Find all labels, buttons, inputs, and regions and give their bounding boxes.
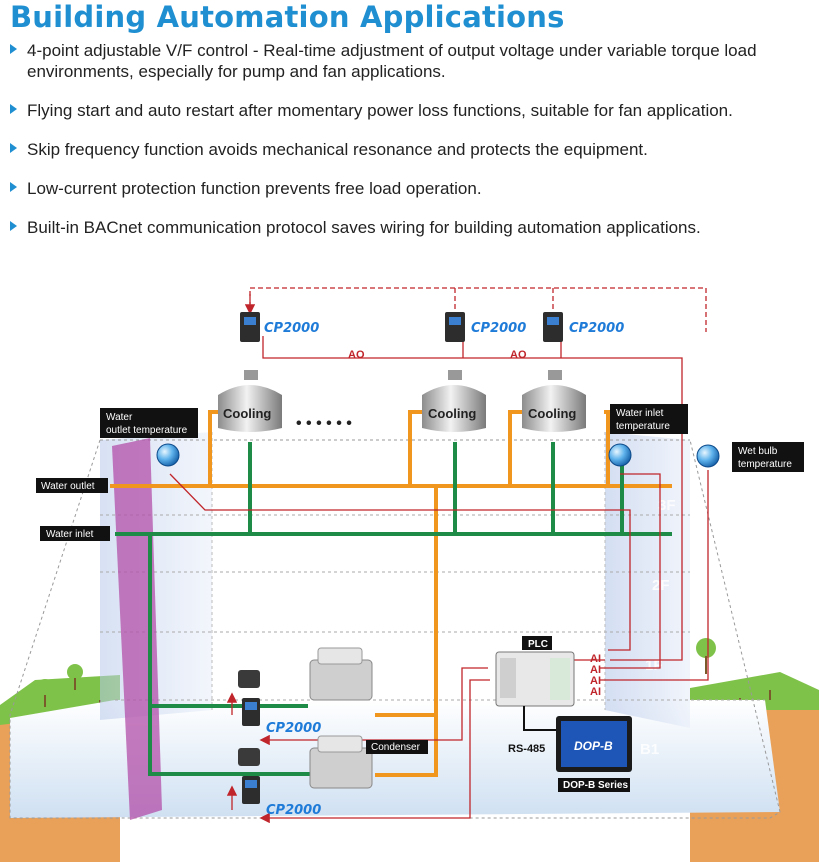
chiller-upper (309, 647, 373, 701)
plc: PLC AI AI AI AI (495, 636, 601, 707)
svg-text:Water outlet: Water outlet (41, 481, 95, 492)
ao-label: AO (348, 349, 365, 361)
page-title: Building Automation Applications (10, 0, 565, 34)
floor-label: 1F (645, 657, 663, 674)
drive-label: CP2000 (471, 321, 526, 336)
cooling-label: Cooling (428, 406, 476, 421)
drive-label: CP2000 (266, 803, 321, 818)
water-outlet-label: Water outlet (36, 478, 108, 493)
list-item: Skip frequency function avoids mechanica… (10, 139, 815, 160)
bullet-arrow-icon (10, 104, 17, 114)
wet-bulb-sensor (696, 444, 720, 468)
floor-label: B1 (640, 741, 659, 758)
ai-label: AI (590, 653, 601, 665)
svg-text:outlet temperature: outlet temperature (106, 425, 188, 436)
bullet-arrow-icon (10, 44, 17, 54)
condenser-label: Condenser (366, 740, 428, 754)
dop-screen-label: DOP-B (574, 739, 613, 753)
list-item: Flying start and auto restart after mome… (10, 100, 815, 121)
svg-text:temperature: temperature (738, 459, 792, 470)
ao-label: AO (510, 349, 527, 361)
rs485-cable (523, 706, 556, 731)
svg-text:Condenser: Condenser (371, 742, 421, 753)
water-outlet-sensor (156, 443, 180, 467)
floor-label: 3F (658, 497, 676, 514)
drive-label: CP2000 (569, 321, 624, 336)
rs485-label: RS-485 (508, 743, 545, 755)
pump-motor (238, 670, 260, 766)
svg-text:Water: Water (106, 412, 133, 423)
water-inlet-temperature-label: Water inlet temperature (610, 404, 688, 434)
cp2000-drive: CP2000 (240, 312, 319, 342)
drive-label: CP2000 (264, 321, 319, 336)
bullet-arrow-icon (10, 182, 17, 192)
water-inlet-sensor (608, 443, 632, 467)
svg-text:DOP-B Series: DOP-B Series (563, 780, 628, 791)
water-outlet-temperature-label: Water outlet temperature (100, 408, 198, 438)
cooling-label: Cooling (223, 406, 271, 421)
dop-b-panel: DOP-B DOP-B Series (556, 716, 632, 792)
cp2000-drive: CP2000 (543, 312, 624, 342)
list-item: 4-point adjustable V/F control - Real-ti… (10, 40, 815, 82)
wet-bulb-temperature-label: Wet bulb temperature (732, 442, 804, 472)
building-automation-diagram: 3F 2F 1F B1 (0, 287, 819, 862)
cp2000-drive: CP2000 (242, 776, 321, 818)
bullet-arrow-icon (10, 221, 17, 231)
svg-text:Water inlet: Water inlet (46, 529, 94, 540)
ellipsis: • • • • • • (296, 415, 352, 432)
cooling-tower: Cooling (422, 370, 486, 432)
feature-list: 4-point adjustable V/F control - Real-ti… (10, 40, 815, 256)
ai-label: AI (590, 675, 601, 687)
cooling-label: Cooling (528, 406, 576, 421)
cp2000-drive: CP2000 (445, 312, 526, 342)
signal-lines (244, 287, 707, 332)
water-inlet-label: Water inlet (40, 526, 110, 541)
ai-label: AI (590, 686, 601, 698)
svg-text:Wet bulb: Wet bulb (738, 446, 778, 457)
list-item: Low-current protection function prevents… (10, 178, 815, 199)
cp2000-drive: CP2000 (242, 698, 321, 736)
floor-label: 2F (652, 577, 670, 594)
drive-label: CP2000 (266, 721, 321, 736)
cooling-tower: Cooling (218, 370, 282, 432)
svg-text:temperature: temperature (616, 421, 670, 432)
svg-text:Water inlet: Water inlet (616, 408, 664, 419)
cooling-tower: Cooling (522, 370, 586, 432)
svg-text:PLC: PLC (528, 639, 548, 650)
ai-label: AI (590, 664, 601, 676)
chiller-lower (309, 735, 373, 789)
bullet-arrow-icon (10, 143, 17, 153)
signal-lines-solid (169, 336, 709, 824)
list-item: Built-in BACnet communication protocol s… (10, 217, 815, 238)
